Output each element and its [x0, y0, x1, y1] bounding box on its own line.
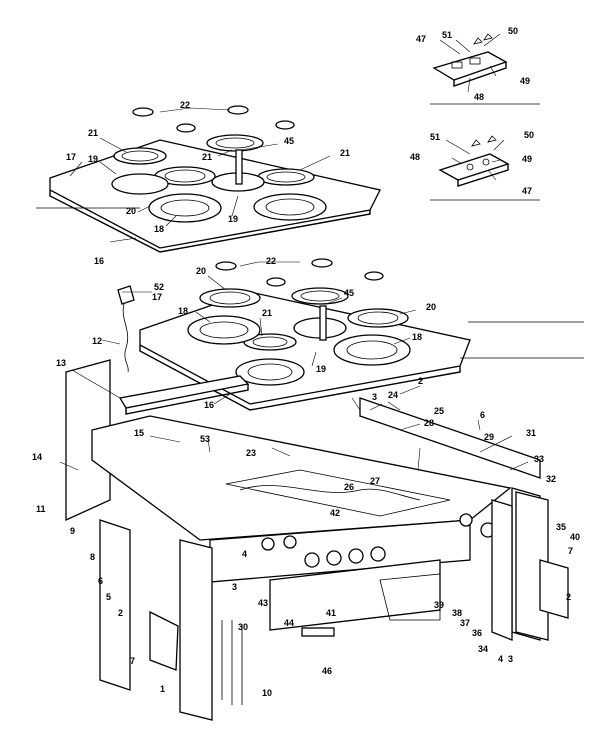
callout-6-b: 6 [98, 576, 103, 586]
upper-cooktop-assembly [36, 105, 381, 253]
callout-21: 21 [88, 128, 98, 138]
callout-13: 13 [56, 358, 66, 368]
callout-21-c: 21 [340, 148, 350, 158]
callout-21-d: 21 [262, 308, 272, 318]
callout-labels: 47 51 50 49 48 51 50 48 49 47 22 21 21 4… [32, 26, 580, 698]
callout-52: 52 [154, 282, 164, 292]
callout-4-b: 4 [498, 654, 503, 664]
callout-47: 47 [416, 34, 426, 44]
callout-20-c: 20 [426, 302, 436, 312]
callout-22-b: 22 [266, 256, 276, 266]
callout-43: 43 [258, 598, 268, 608]
callout-38: 38 [452, 608, 462, 618]
callout-29: 29 [484, 432, 494, 442]
callout-21-b: 21 [202, 152, 212, 162]
callout-22: 22 [180, 100, 190, 110]
callout-49-b: 49 [522, 154, 532, 164]
leader-lines [59, 33, 529, 471]
callout-45-b: 45 [344, 288, 354, 298]
callout-18-c: 18 [412, 332, 422, 342]
callout-3-b: 3 [232, 582, 237, 592]
callout-9: 9 [70, 526, 75, 536]
callout-32: 32 [546, 474, 556, 484]
callout-40: 40 [570, 532, 580, 542]
callout-7: 7 [568, 546, 573, 556]
callout-16-b: 16 [204, 400, 214, 410]
callout-19-b: 19 [228, 214, 238, 224]
callout-48: 48 [474, 92, 484, 102]
callout-26: 26 [344, 482, 354, 492]
callout-50: 50 [508, 26, 518, 36]
callout-14: 14 [32, 452, 42, 462]
lower-cooktop-assembly [117, 258, 584, 415]
callout-5: 5 [106, 592, 111, 602]
callout-11: 11 [36, 504, 46, 514]
callout-53: 53 [200, 434, 210, 444]
callout-35: 35 [556, 522, 566, 532]
callout-25: 25 [434, 406, 444, 416]
callout-19-c: 19 [316, 364, 326, 374]
callout-48-b: 48 [410, 152, 420, 162]
callout-8: 8 [90, 552, 95, 562]
switch-block-inset-upper [430, 33, 540, 105]
callout-41: 41 [326, 608, 336, 618]
callout-3: 3 [372, 392, 377, 402]
callout-2-c: 2 [566, 592, 571, 602]
callout-44: 44 [284, 618, 294, 628]
callout-46: 46 [322, 666, 332, 676]
callout-15: 15 [134, 428, 144, 438]
callout-20-b: 20 [196, 266, 206, 276]
callout-34: 34 [478, 644, 488, 654]
callout-2: 2 [418, 376, 423, 386]
callout-17-b: 17 [152, 292, 162, 302]
callout-28: 28 [424, 418, 434, 428]
callout-39: 39 [434, 600, 444, 610]
callout-17: 17 [66, 152, 76, 162]
callout-47-b: 47 [522, 186, 532, 196]
callout-18: 18 [154, 224, 164, 234]
callout-1: 1 [160, 684, 165, 694]
callout-31: 31 [526, 428, 536, 438]
callout-49: 49 [520, 76, 530, 86]
callout-37: 37 [460, 618, 470, 628]
callout-42: 42 [330, 508, 340, 518]
callout-30: 30 [238, 622, 248, 632]
callout-16: 16 [94, 256, 104, 266]
callout-27: 27 [370, 476, 380, 486]
callout-19: 19 [88, 154, 98, 164]
callout-45: 45 [284, 136, 294, 146]
callout-6: 6 [480, 410, 485, 420]
callout-51-b: 51 [430, 132, 440, 142]
callout-2-b: 2 [118, 608, 123, 618]
callout-7-b: 7 [130, 656, 135, 666]
callout-12: 12 [92, 336, 102, 346]
callout-50-b: 50 [524, 130, 534, 140]
callout-51: 51 [442, 30, 452, 40]
callout-23: 23 [246, 448, 256, 458]
range-body-assembly [65, 359, 569, 721]
callout-18-b: 18 [178, 306, 188, 316]
callout-10: 10 [262, 688, 272, 698]
callout-24: 24 [388, 390, 398, 400]
switch-block-inset-lower [430, 135, 540, 201]
callout-3-c: 3 [508, 654, 513, 664]
callout-36: 36 [472, 628, 482, 638]
callout-20: 20 [126, 206, 136, 216]
callout-4: 4 [242, 549, 247, 559]
callout-33: 33 [534, 454, 544, 464]
